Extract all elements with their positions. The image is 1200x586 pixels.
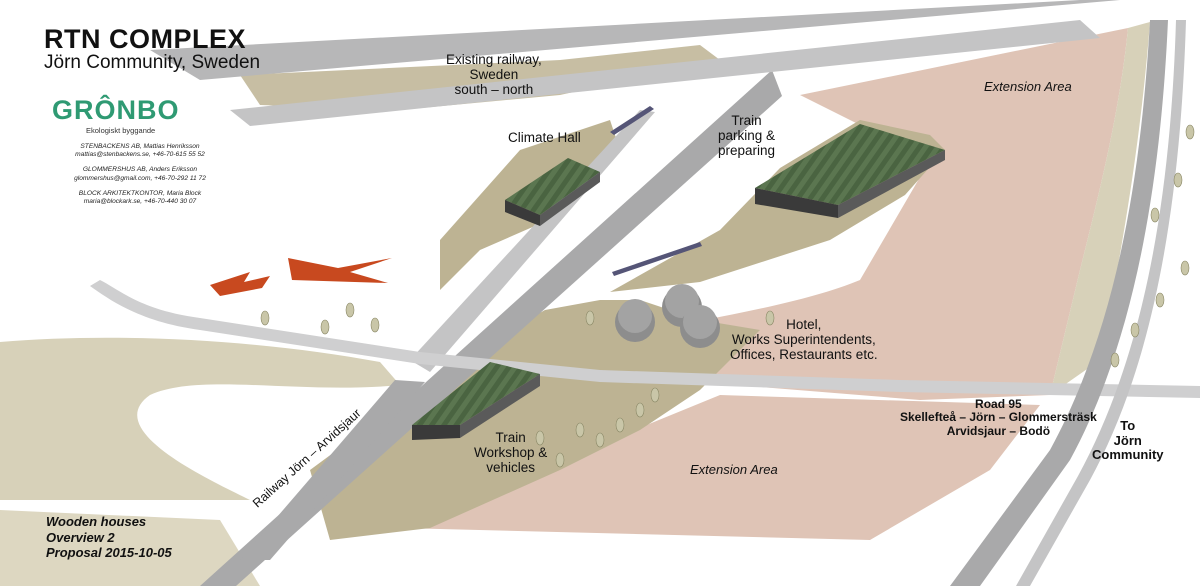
train-middle [612, 242, 702, 276]
railway-north-strip [150, 0, 1120, 80]
train-parking-building [755, 124, 945, 218]
sand-field-left [0, 337, 400, 500]
gronbo-tagline: Ekologiskt byggande [86, 126, 156, 135]
contact-details: mattias@stenbackens.se, +46-70-615 55 52 [75, 151, 205, 159]
label-extension-area-north: Extension Area [984, 79, 1072, 94]
contact-details: glommershus@gmail.com, +46-70-292 11 72 [74, 174, 206, 182]
footer-block: Wooden houses Overview 2 Proposal 2015-1… [46, 514, 172, 561]
site-ground-right [1050, 22, 1150, 395]
railway-jorn-arvidsjaur [240, 380, 425, 560]
label-train-parking: Train parking & preparing [718, 113, 776, 159]
sand-field-bottom [0, 510, 260, 586]
label-extension-area-south: Extension Area [690, 462, 778, 477]
contact-company: STENBACKENS AB, Mattias Henriksson [80, 143, 200, 150]
site-ground-main [310, 300, 760, 540]
extension-area-south [400, 395, 1040, 540]
footer-line: Wooden houses [46, 514, 147, 529]
label-existing-railway: Existing railway, Sweden south – north [446, 52, 542, 98]
road-east [950, 20, 1168, 586]
contact-company: BLOCK ARKITEKTKONTOR, Maria Block [78, 189, 202, 197]
contact-details: maria@blockark.se, +46-70-440 30 07 [83, 198, 197, 206]
extension-area-north [560, 28, 1128, 400]
gronbo-logo: GRÔNBO [52, 95, 180, 125]
site-ground-strip [240, 45, 720, 110]
contact-item: STENBACKENS AB, Mattias Henriksson matti… [40, 143, 240, 159]
label-climate-hall: Climate Hall [508, 130, 581, 145]
map-title: RTN COMPLEX [44, 24, 247, 54]
hotel-round-buildings [615, 284, 720, 348]
railway-north-strip-2 [230, 20, 1100, 126]
contacts-block: STENBACKENS AB, Mattias Henriksson matti… [40, 143, 240, 213]
trees [260, 124, 1195, 468]
footer-line: Proposal 2015-10-05 [46, 545, 172, 561]
contact-item: BLOCK ARKITEKTKONTOR, Maria Block maria@… [40, 190, 240, 206]
label-road-95: Road 95 Skellefteå – Jörn – Glommersträs… [900, 397, 1097, 438]
red-marker-left [210, 272, 270, 296]
label-train-workshop: Train Workshop & vehicles [474, 430, 548, 476]
label-to-jorn-community: To Jörn Community [1092, 418, 1164, 463]
footer-line: Overview 2 [46, 529, 115, 545]
climate-hall-building [505, 158, 600, 226]
train-workshop-building [412, 362, 540, 440]
road-east-2 [1016, 20, 1186, 586]
contact-company: GLOMMERSHUS AB, Anders Eriksson [82, 166, 198, 174]
label-hotel: Hotel, Works Superintendents, Offices, R… [730, 317, 878, 363]
map-subtitle: Jörn Community, Sweden [44, 52, 261, 73]
contact-item: GLOMMERSHUS AB, Anders Eriksson glommers… [40, 166, 240, 182]
red-marker-right [288, 258, 392, 283]
train-north [610, 106, 654, 135]
